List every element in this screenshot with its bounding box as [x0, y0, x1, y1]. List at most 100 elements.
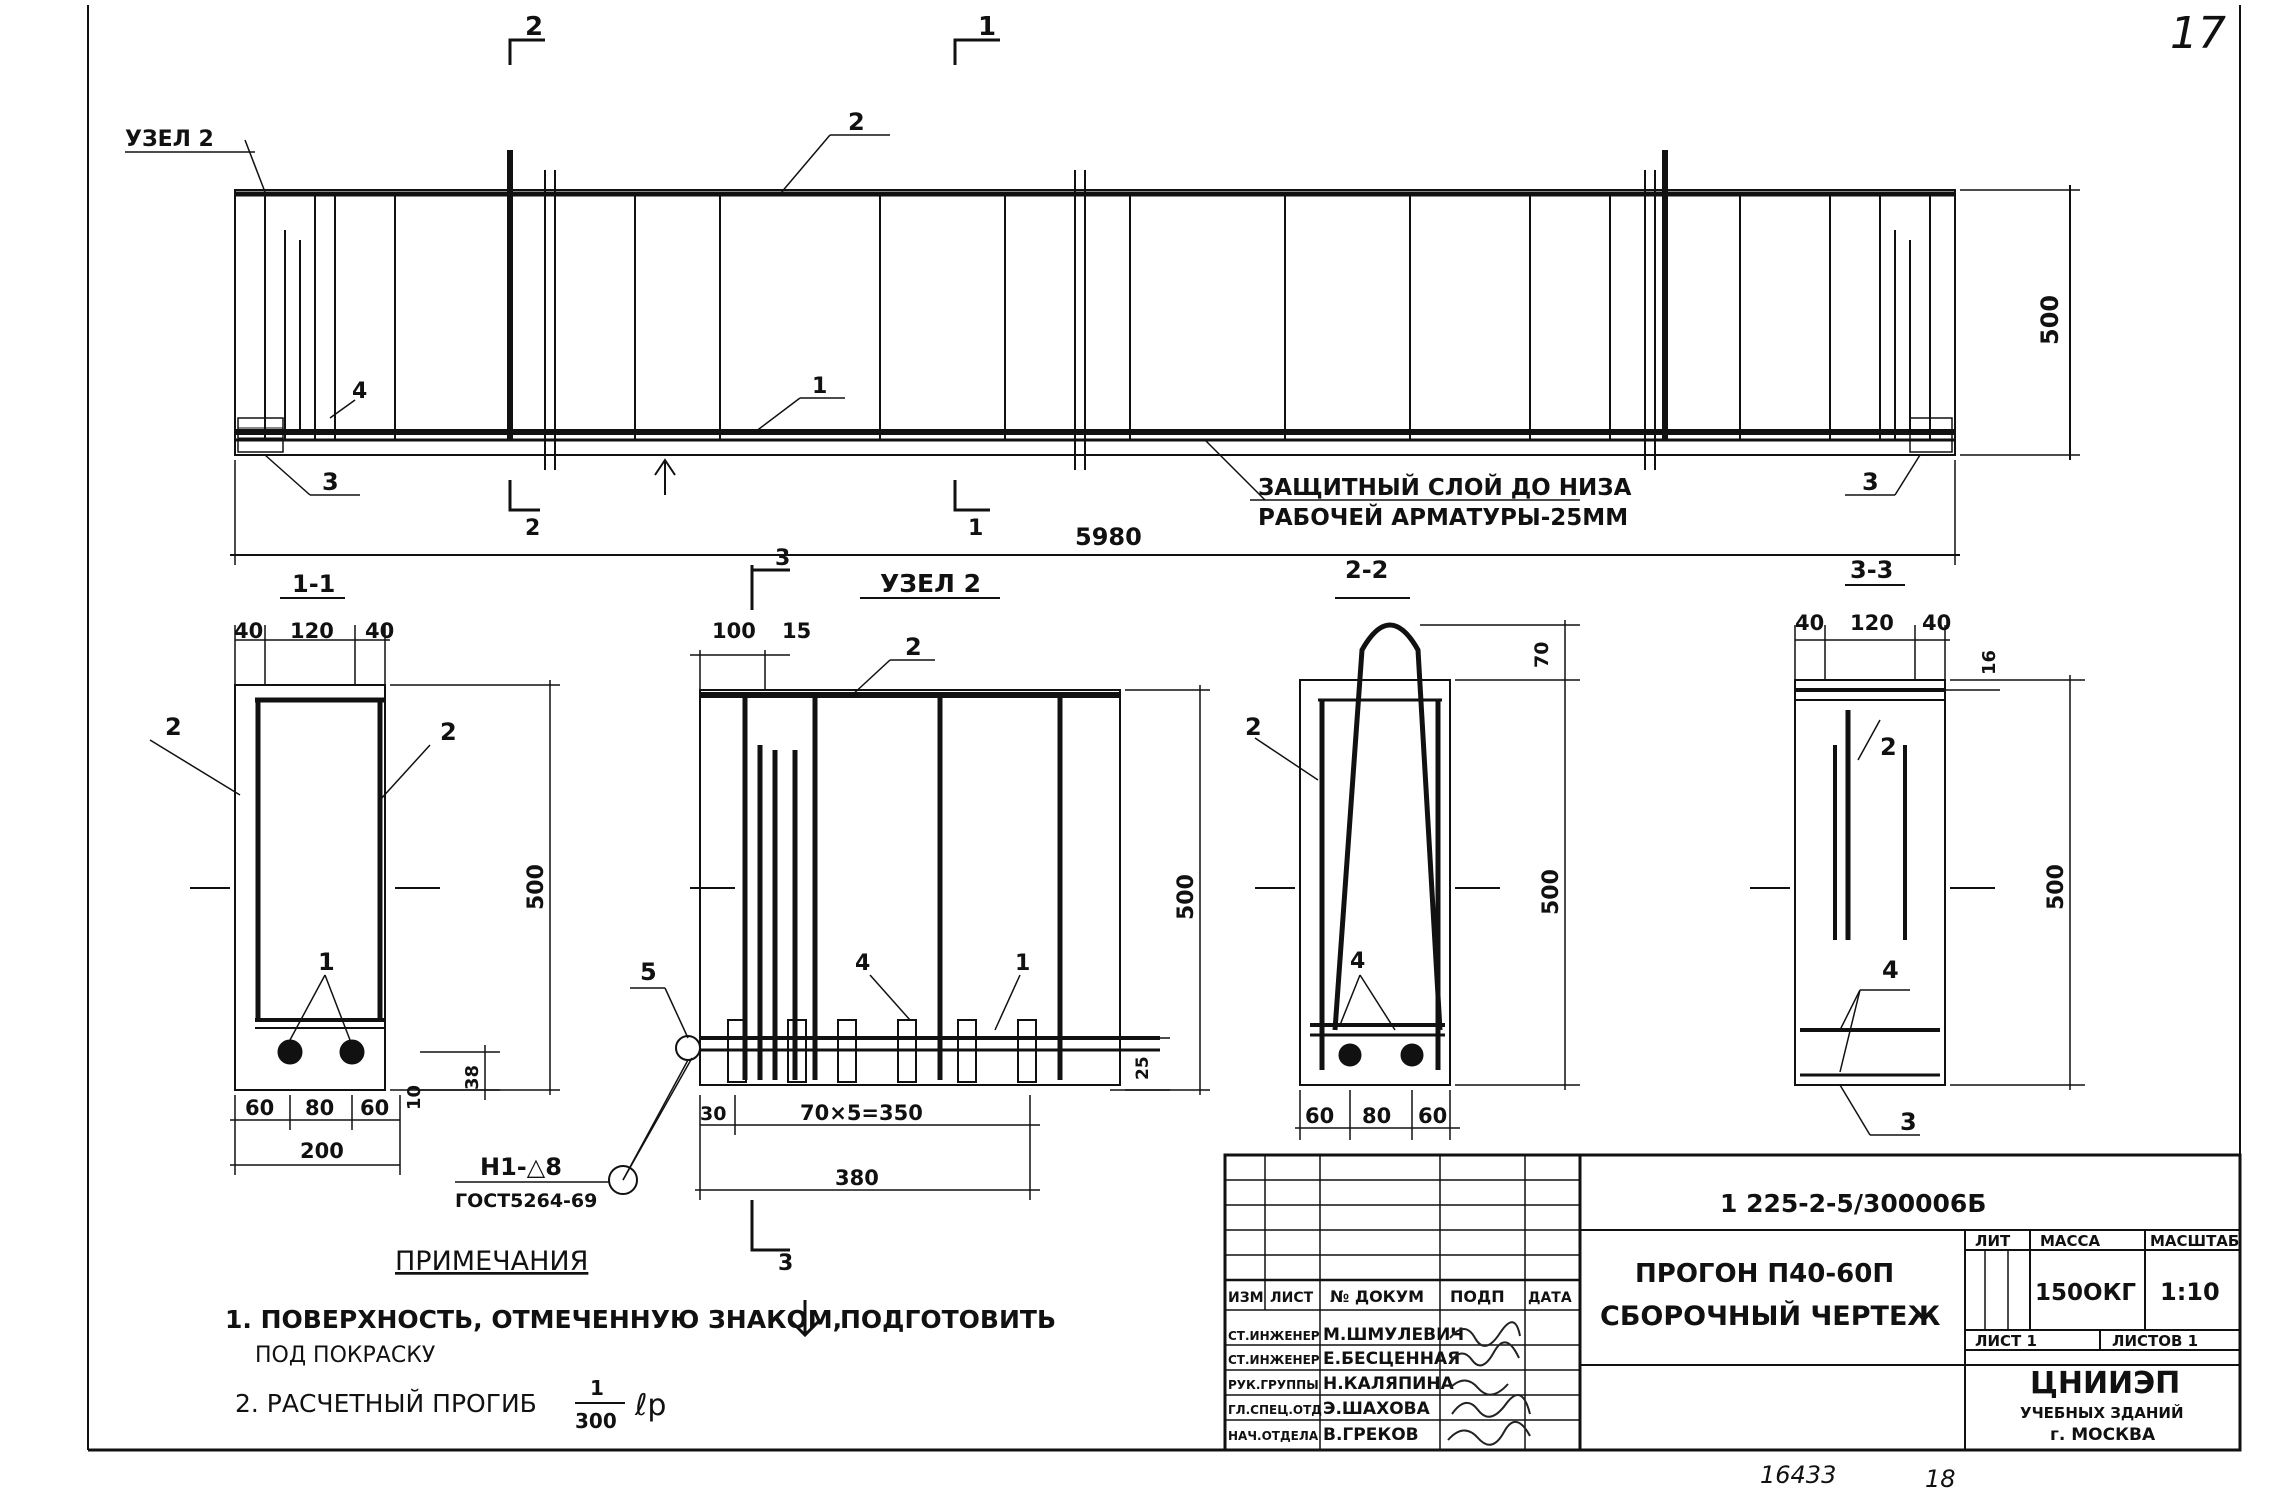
- name-3: Н.КАЛЯПИНА: [1323, 1374, 1455, 1394]
- col-list: ЛИСТ: [1270, 1290, 1314, 1306]
- s22-dim-60-right: 60: [1418, 1104, 1447, 1128]
- name-2: Е.БЕСЦЕННАЯ: [1323, 1349, 1460, 1369]
- section-mark-1-top: 1: [978, 12, 996, 42]
- role-2: СТ.ИНЖЕНЕР: [1228, 1353, 1320, 1367]
- dim-15: 15: [782, 619, 811, 643]
- s22-pos-2: 2: [1245, 713, 1262, 741]
- dim-120: 120: [290, 619, 334, 643]
- col-doc: № ДОКУМ: [1330, 1287, 1424, 1306]
- note-1: 1. ПОВЕРХНОСТЬ, ОТМЕЧЕННУЮ ЗНАКОМ,: [225, 1305, 842, 1334]
- page-number: 17: [2170, 8, 2226, 59]
- node-2-detail: [455, 565, 1210, 1252]
- sheet-label: ЛИСТ 1: [1975, 1332, 2037, 1350]
- title-block-text: 1 225-2-5/300006Б ПРОГОН П40-60П СБОРОЧН…: [1228, 1189, 2239, 1445]
- s33-pos-3: 3: [1900, 1108, 1917, 1136]
- bottom-sheet-number: 18: [1925, 1465, 1956, 1493]
- position-3-left-label: 3: [322, 468, 339, 496]
- org-line-2: УЧЕБНЫХ ЗДАНИЙ: [2020, 1403, 2184, 1422]
- position-1-label: 1: [812, 374, 827, 399]
- s22-pos-4: 4: [1350, 949, 1365, 974]
- name-4: Э.ШАХОВА: [1323, 1399, 1431, 1419]
- role-5: НАЧ.ОТДЕЛА: [1228, 1429, 1319, 1443]
- length-dimension: 5980: [1075, 523, 1142, 551]
- pos-2-left: 2: [165, 713, 182, 741]
- col-date: ДАТА: [1528, 1290, 1572, 1306]
- mass-label: МАССА: [2040, 1232, 2101, 1250]
- notes-heading: ПРИМЕЧАНИЯ: [395, 1246, 588, 1277]
- dim-38: 38: [462, 1065, 483, 1090]
- deflection-tail: ℓр: [634, 1388, 666, 1423]
- title-name-line-2: СБОРОЧНЫЙ ЧЕРТЕЖ: [1600, 1300, 1940, 1332]
- dim-30: 30: [700, 1103, 726, 1125]
- dim-40-left: 40: [234, 619, 263, 643]
- section-2-2-height: 500: [1539, 869, 1564, 915]
- dim-60-left: 60: [245, 1096, 274, 1120]
- org-line-3: г. МОСКВА: [2050, 1425, 2156, 1445]
- s22-dim-80: 80: [1362, 1104, 1391, 1128]
- col-sign: ПОДП: [1450, 1287, 1505, 1306]
- role-4: ГЛ.СПЕЦ.ОТД: [1228, 1403, 1322, 1417]
- cover-note-line-1: ЗАЩИТНЫЙ СЛОЙ ДО НИЗА: [1258, 473, 1632, 501]
- pos-1: 1: [318, 948, 335, 976]
- signatures: [1447, 1321, 1531, 1446]
- s33-dim-40-right: 40: [1922, 611, 1951, 635]
- section-mark-2-top: 2: [525, 12, 543, 42]
- node-pos-2: 2: [905, 633, 922, 661]
- paint-mark-icon: [788, 1300, 822, 1338]
- node-pos-1: 1: [1015, 951, 1030, 976]
- position-3-right-label: 3: [1862, 468, 1879, 496]
- section-2-2-title: 2-2: [1345, 556, 1388, 584]
- section-3-3-labels: 3-3 40 120 40 16 500 2 4 3: [1795, 556, 2069, 1136]
- section-3-3: [1750, 584, 2085, 1136]
- s22-dim-60-left: 60: [1305, 1104, 1334, 1128]
- node-2-labels: УЗЕЛ 2 3 3 100 15 500 25 30 70×5=350 380…: [455, 546, 1199, 1276]
- beam-elevation: [125, 38, 2080, 565]
- section-3-3-title: 3-3: [1850, 556, 1893, 584]
- org-line-1: ЦНИИЭП: [2030, 1366, 2180, 1401]
- weld-symbol-line-2: ГОСТ5264-69: [455, 1190, 597, 1212]
- role-3: РУК.ГРУППЫ: [1228, 1378, 1319, 1392]
- dim-10: 10: [404, 1085, 425, 1110]
- dim-100: 100: [712, 619, 756, 643]
- note-1-tail: ПОДГОТОВИТЬ: [840, 1305, 1056, 1334]
- scale-label: МАСШТАБ: [2150, 1232, 2239, 1250]
- dim-25: 25: [1133, 1056, 1153, 1080]
- dim-380: 380: [835, 1166, 879, 1190]
- sheets-label: ЛИСТОВ 1: [2112, 1332, 2198, 1350]
- node-2-label: УЗЕЛ 2: [125, 127, 214, 152]
- section-2-2: [1254, 597, 1580, 1140]
- node-pos-5: 5: [640, 958, 657, 986]
- sheet-frame: [87, 5, 2241, 1452]
- name-1: М.ШМУЛЕВИЧ: [1323, 1325, 1464, 1345]
- dim-200: 200: [300, 1139, 344, 1163]
- section-2-2-labels: 2-2 70 500 60 80 60 2 4: [1245, 556, 1564, 1128]
- lit-label: ЛИТ: [1975, 1232, 2011, 1250]
- title-block: [1223, 1153, 2242, 1452]
- node-pos-4: 4: [855, 951, 870, 976]
- node-2-title: УЗЕЛ 2: [880, 569, 981, 598]
- dim-80: 80: [305, 1096, 334, 1120]
- doc-code: 1 225-2-5/300006Б: [1720, 1189, 1986, 1218]
- height-dimension: 500: [2036, 295, 2064, 345]
- deflection-denominator: 300: [575, 1409, 617, 1433]
- pos-2-right: 2: [440, 718, 457, 746]
- bottom-number: 16433: [1760, 1461, 1836, 1489]
- dim-40-right: 40: [365, 619, 394, 643]
- deflection-numerator: 1: [590, 1376, 604, 1400]
- s33-pos-2: 2: [1880, 733, 1897, 761]
- role-1: СТ.ИНЖЕНЕР: [1228, 1329, 1320, 1343]
- dim-16: 16: [1979, 650, 2000, 675]
- position-4-label: 4: [352, 379, 367, 404]
- section-1-1-title: 1-1: [292, 570, 335, 598]
- mass-value: 150ОКГ: [2035, 1280, 2136, 1306]
- section-mark-2-bottom: 2: [525, 516, 540, 541]
- title-name-line-1: ПРОГОН П40-60П: [1635, 1259, 1894, 1289]
- notes: ПРИМЕЧАНИЯ 1. ПОВЕРХНОСТЬ, ОТМЕЧЕННУЮ ЗН…: [225, 1246, 1056, 1433]
- section-mark-1-bottom: 1: [968, 516, 983, 541]
- dim-pitch: 70×5=350: [800, 1101, 923, 1125]
- col-izm: ИЗМ: [1228, 1290, 1264, 1306]
- cover-note-line-2: РАБОЧЕЙ АРМАТУРЫ-25ММ: [1258, 503, 1628, 531]
- s33-dim-120: 120: [1850, 611, 1894, 635]
- section-1-1-labels: 1-1 40 120 40 60 80 60 200 500 10 38 2 2…: [165, 570, 549, 1163]
- weld-symbol-line-1: Н1-△8: [480, 1153, 562, 1181]
